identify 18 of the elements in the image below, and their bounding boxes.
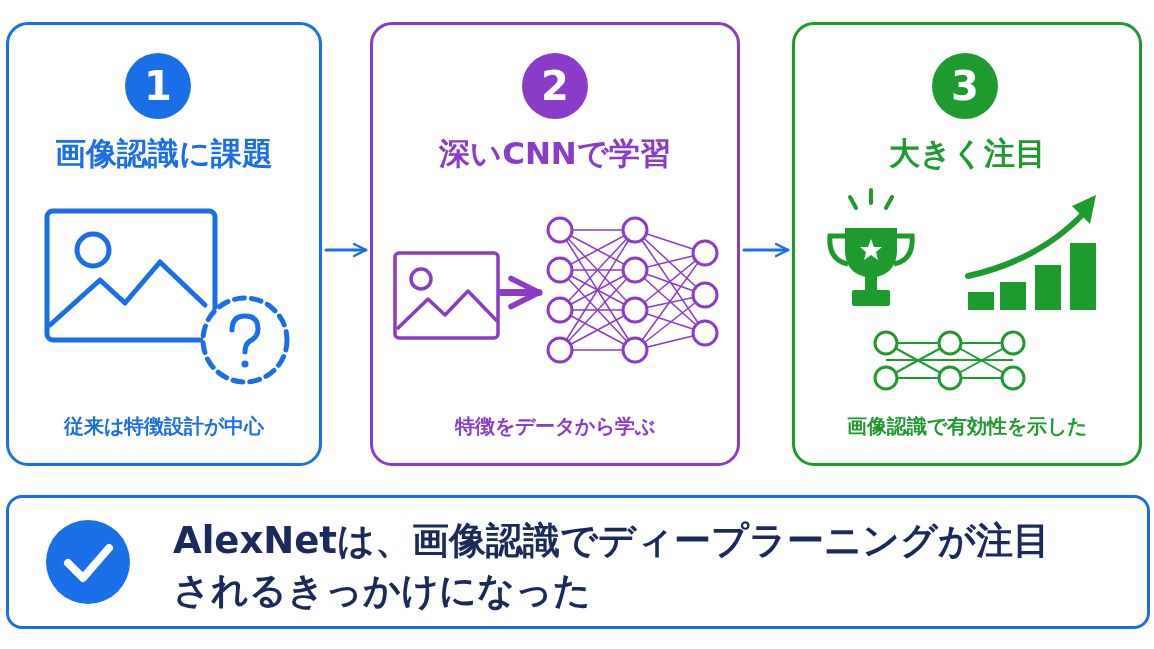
step-panel (370, 22, 740, 466)
arrow (497, 275, 543, 310)
step-panel (792, 22, 1142, 466)
step-title: 大きく注目 (887, 134, 1047, 173)
step-caption: 画像認識で有効性を示した (846, 413, 1088, 440)
step-title: 画像認識に課題 (54, 134, 274, 173)
summary-box (6, 495, 1150, 629)
step-number-badge: 2 (522, 53, 588, 119)
step-caption: 従来は特徴設計が中心 (62, 413, 265, 440)
summary-text: AlexNetは、画像認識でディープラーニングが注目されるきっかけになった (173, 518, 1052, 614)
image-icon (393, 251, 500, 340)
step-title: 深いCNNで学習 (438, 134, 672, 173)
arrow (742, 242, 790, 258)
arrow (324, 242, 368, 258)
step-caption: 特徴をデータから学ぶ (453, 413, 656, 440)
step-number-badge: 3 (932, 53, 998, 119)
step-panel (6, 22, 322, 466)
step-number-badge: 1 (125, 53, 191, 119)
